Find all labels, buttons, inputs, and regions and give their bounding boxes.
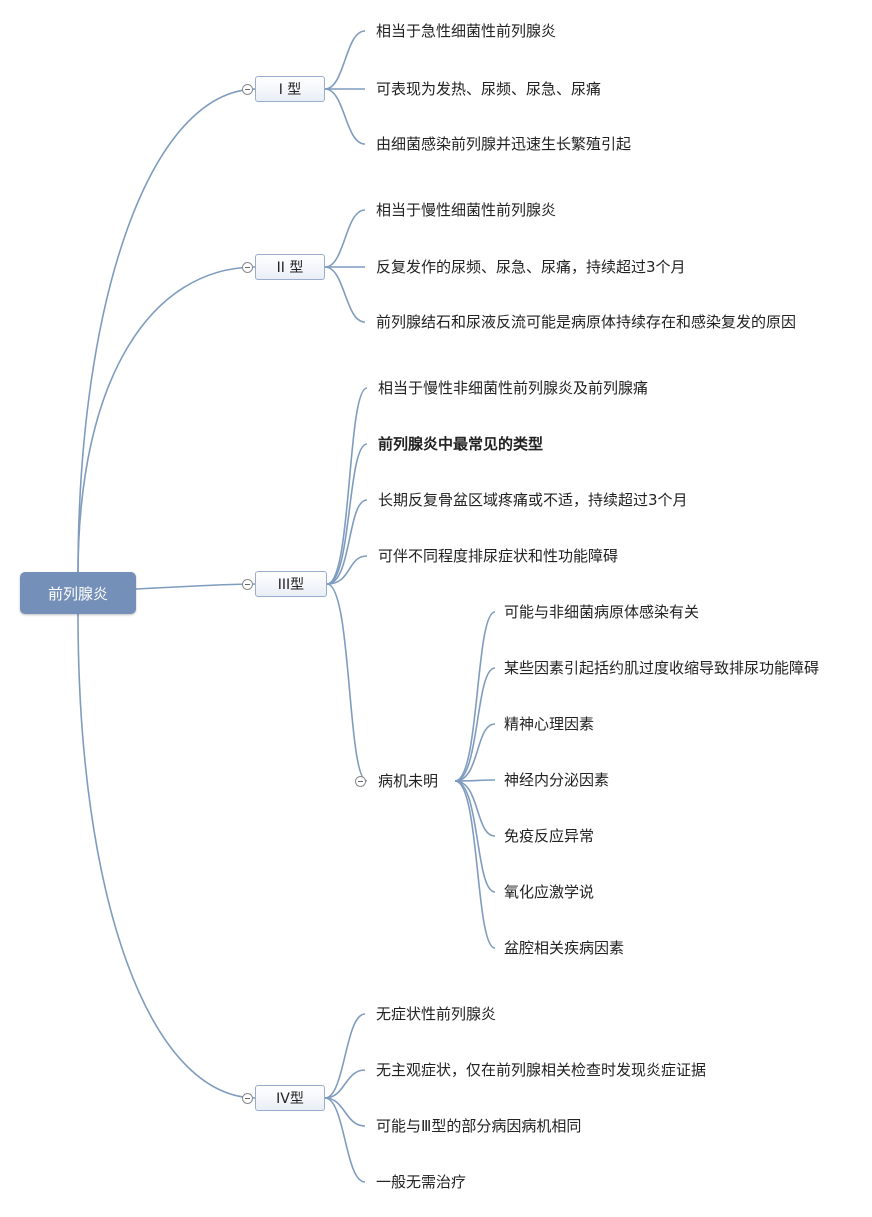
type-node-1[interactable]: I 型 xyxy=(255,76,325,102)
sub-leaf-node[interactable]: 盆腔相关疾病因素 xyxy=(504,939,625,957)
leaf-node[interactable]: 长期反复骨盆区域疼痛或不适，持续超过3个月 xyxy=(378,491,688,509)
sub-leaf-node[interactable]: 免疫反应异常 xyxy=(504,827,595,845)
sub-leaf-node[interactable]: 可能与非细菌病原体感染有关 xyxy=(504,603,700,621)
leaf-node[interactable]: 可能与Ⅲ型的部分病因病机相同 xyxy=(376,1117,582,1135)
type-label: II 型 xyxy=(276,260,304,276)
type-node-4[interactable]: IV型 xyxy=(255,1085,325,1111)
leaf-node[interactable]: 前列腺结石和尿液反流可能是病原体持续存在和感染复发的原因 xyxy=(376,313,797,331)
leaf-node[interactable]: 相当于慢性非细菌性前列腺炎及前列腺痛 xyxy=(378,379,649,397)
leaf-node[interactable]: 一般无需治疗 xyxy=(376,1173,467,1191)
sub-leaf-node[interactable]: 精神心理因素 xyxy=(504,715,595,733)
sub-node-pathogenesis[interactable]: 病机未明 xyxy=(378,772,439,790)
leaf-node[interactable]: 无主观症状，仅在前列腺相关检查时发现炎症证据 xyxy=(376,1061,707,1079)
root-label: 前列腺炎 xyxy=(47,584,108,603)
type-label: IV型 xyxy=(276,1091,304,1107)
leaf-node[interactable]: 无症状性前列腺炎 xyxy=(376,1005,497,1023)
sub-leaf-node[interactable]: 某些因素引起括约肌过度收缩导致排尿功能障碍 xyxy=(504,659,820,677)
leaf-node[interactable]: 反复发作的尿频、尿急、尿痛，持续超过3个月 xyxy=(376,258,686,276)
collapse-icon[interactable] xyxy=(242,579,253,590)
leaf-node[interactable]: 相当于急性细菌性前列腺炎 xyxy=(376,22,557,40)
type-label: III型 xyxy=(277,577,305,593)
collapse-icon[interactable] xyxy=(242,262,253,273)
root-node[interactable]: 前列腺炎 xyxy=(20,572,136,614)
collapse-icon[interactable] xyxy=(242,1093,253,1104)
leaf-node[interactable]: 可表现为发热、尿频、尿急、尿痛 xyxy=(376,80,602,98)
leaf-node-highlight[interactable]: 前列腺炎中最常见的类型 xyxy=(378,435,544,453)
type-label: I 型 xyxy=(278,82,302,98)
collapse-icon[interactable] xyxy=(355,776,366,787)
leaf-node[interactable]: 可伴不同程度排尿症状和性功能障碍 xyxy=(378,547,619,565)
sub-leaf-node[interactable]: 氧化应激学说 xyxy=(504,883,595,901)
sub-leaf-node[interactable]: 神经内分泌因素 xyxy=(504,771,610,789)
leaf-node[interactable]: 由细菌感染前列腺并迅速生长繁殖引起 xyxy=(376,135,632,153)
leaf-node[interactable]: 相当于慢性细菌性前列腺炎 xyxy=(376,201,557,219)
type-node-2[interactable]: II 型 xyxy=(255,254,325,280)
type-node-3[interactable]: III型 xyxy=(255,571,327,597)
collapse-icon[interactable] xyxy=(242,84,253,95)
